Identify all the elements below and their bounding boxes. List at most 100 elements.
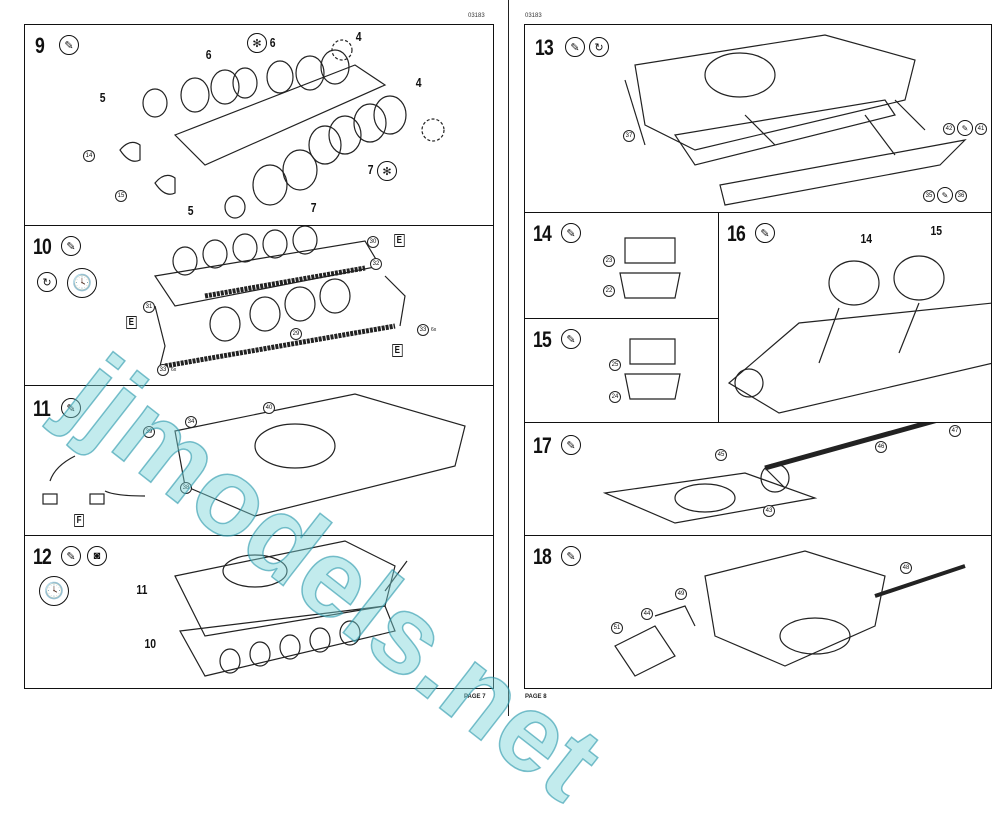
part-callout: 36 bbox=[955, 190, 967, 202]
hull-side-skirt-drawing bbox=[624, 34, 967, 206]
step-number: 15 bbox=[533, 327, 552, 352]
part-label: 7 bbox=[367, 162, 374, 177]
right-page: 03183 13 ✎ ↻ 37 42 ✎ 41 35 ✎ 36 14 ✎ 23 … bbox=[509, 0, 1000, 716]
part-label: 6 bbox=[205, 47, 212, 62]
glue-icon: ✎ bbox=[561, 546, 581, 566]
part-callout: 24 bbox=[609, 391, 621, 403]
part-label: 7 bbox=[310, 200, 317, 215]
part-callout: 42 bbox=[943, 123, 955, 135]
part-label: 6 bbox=[269, 35, 276, 50]
step-number: 14 bbox=[533, 221, 552, 246]
glue-icon: ✎ bbox=[561, 329, 581, 349]
quantity-note: 6x bbox=[431, 327, 437, 333]
part-callout: 46 bbox=[875, 441, 887, 453]
storage-box-drawing bbox=[619, 237, 681, 299]
step-9-panel: 9 ✎ 6 ✻ 6 4 5 4 7 ✻ 7 5 14 15 bbox=[24, 24, 494, 227]
part-callout: 44 bbox=[641, 608, 653, 620]
hull-assembly-drawing bbox=[174, 540, 408, 677]
step-16-panel: 16 ✎ 14 15 bbox=[718, 212, 992, 424]
glue-icon: ✎ bbox=[59, 35, 79, 55]
part-label: 5 bbox=[99, 90, 106, 105]
glue-icon: ✎ bbox=[561, 435, 581, 455]
storage-box-drawing bbox=[624, 338, 681, 400]
step-13-panel: 13 ✎ ↻ 37 42 ✎ 41 35 ✎ 36 bbox=[524, 24, 992, 214]
step-number: 11 bbox=[33, 396, 51, 421]
part-callout: 22 bbox=[603, 285, 615, 297]
part-label: F bbox=[74, 514, 84, 527]
step-number: 9 bbox=[35, 33, 45, 58]
part-label: 15 bbox=[930, 223, 943, 238]
page-number: PAGE 7 bbox=[464, 694, 486, 700]
glue-icon: ✎ bbox=[565, 37, 585, 57]
part-callout: 15 bbox=[115, 190, 127, 202]
wheel-assembly-drawing bbox=[119, 39, 445, 219]
part-callout: 35 bbox=[923, 190, 935, 202]
camera-icon: ◙ bbox=[87, 546, 107, 566]
page-divider bbox=[508, 0, 509, 716]
kit-code: 03183 bbox=[468, 13, 485, 19]
step-number: 17 bbox=[533, 433, 552, 458]
step-number: 10 bbox=[33, 234, 52, 259]
part-callout: 49 bbox=[675, 588, 687, 600]
part-label: 14 bbox=[860, 231, 873, 246]
step-18-panel: 18 ✎ 48 49 44 51 bbox=[524, 535, 992, 689]
part-callout: 25 bbox=[609, 359, 621, 371]
glue-icon: ✎ bbox=[937, 187, 953, 203]
part-callout: 51 bbox=[611, 622, 623, 634]
part-callout: 23 bbox=[603, 255, 615, 267]
glue-icon: ✎ bbox=[61, 236, 81, 256]
part-callout: 43 bbox=[763, 505, 775, 517]
part-callout: 38 bbox=[180, 482, 192, 494]
step-number: 16 bbox=[727, 221, 746, 246]
asterisk-icon: ✻ bbox=[377, 161, 397, 181]
part-callout: 29 bbox=[290, 328, 302, 340]
glue-icon: ✎ bbox=[957, 120, 973, 136]
part-callout: 33 bbox=[417, 324, 429, 336]
step-number: 18 bbox=[533, 544, 552, 569]
left-page: 03183 9 ✎ 6 ✻ 6 4 5 4 7 ✻ 7 5 14 15 10 ✎… bbox=[0, 0, 508, 716]
rotate-icon: ↻ bbox=[37, 272, 57, 292]
glue-icon: ✎ bbox=[755, 223, 775, 243]
step-number: 13 bbox=[535, 35, 554, 60]
clock-icon: 🕓 bbox=[39, 576, 69, 606]
part-callout: 31 bbox=[143, 301, 155, 313]
part-label: E bbox=[394, 234, 405, 247]
part-callout: 37 bbox=[623, 130, 635, 142]
part-callout: 33 bbox=[157, 364, 169, 376]
step-number: 12 bbox=[33, 544, 52, 569]
part-callout: 40 bbox=[263, 402, 275, 414]
part-callout: 47 bbox=[949, 425, 961, 437]
part-label: 11 bbox=[136, 582, 148, 597]
clock-icon: 🕓 bbox=[67, 268, 97, 298]
part-callout: 34 bbox=[185, 416, 197, 428]
step-15-panel: 15 ✎ 25 24 bbox=[524, 318, 720, 424]
part-label: 10 bbox=[144, 636, 157, 651]
hull-deck-drawing bbox=[42, 393, 466, 517]
turret-assembly-drawing bbox=[614, 550, 966, 677]
asterisk-icon: ✻ bbox=[247, 33, 267, 53]
part-callout: 39 bbox=[143, 426, 155, 438]
part-label: 5 bbox=[187, 203, 194, 218]
step-11-panel: 11 ✎ 39 34 40 38 F bbox=[24, 385, 494, 537]
part-label: 4 bbox=[355, 29, 362, 44]
step-10-panel: 10 ✎ ↻ 🕓 30 32 31 29 33 6x 33 6x E E E bbox=[24, 225, 494, 387]
glue-icon: ✎ bbox=[561, 223, 581, 243]
part-callout: 48 bbox=[900, 562, 912, 574]
page-number: PAGE 8 bbox=[525, 694, 547, 700]
step-17-panel: 17 ✎ 45 46 47 43 bbox=[524, 422, 992, 537]
part-callout: 41 bbox=[975, 123, 987, 135]
gun-barrel-drawing bbox=[602, 423, 937, 524]
part-label: 4 bbox=[415, 75, 422, 90]
part-callout: 45 bbox=[715, 449, 727, 461]
kit-code: 03183 bbox=[525, 13, 542, 19]
part-callout: 14 bbox=[83, 150, 95, 162]
track-assembly-drawing bbox=[153, 226, 406, 369]
part-label: E bbox=[126, 316, 137, 329]
quantity-note: 6x bbox=[171, 367, 177, 373]
part-callout: 30 bbox=[367, 236, 379, 248]
step-12-panel: 12 ✎ ◙ 🕓 11 10 bbox=[24, 535, 494, 689]
glue-icon: ✎ bbox=[61, 398, 81, 418]
glue-icon: ✎ bbox=[61, 546, 81, 566]
fuel-drum-drawing bbox=[727, 255, 991, 414]
step-14-panel: 14 ✎ 23 22 bbox=[524, 212, 720, 320]
